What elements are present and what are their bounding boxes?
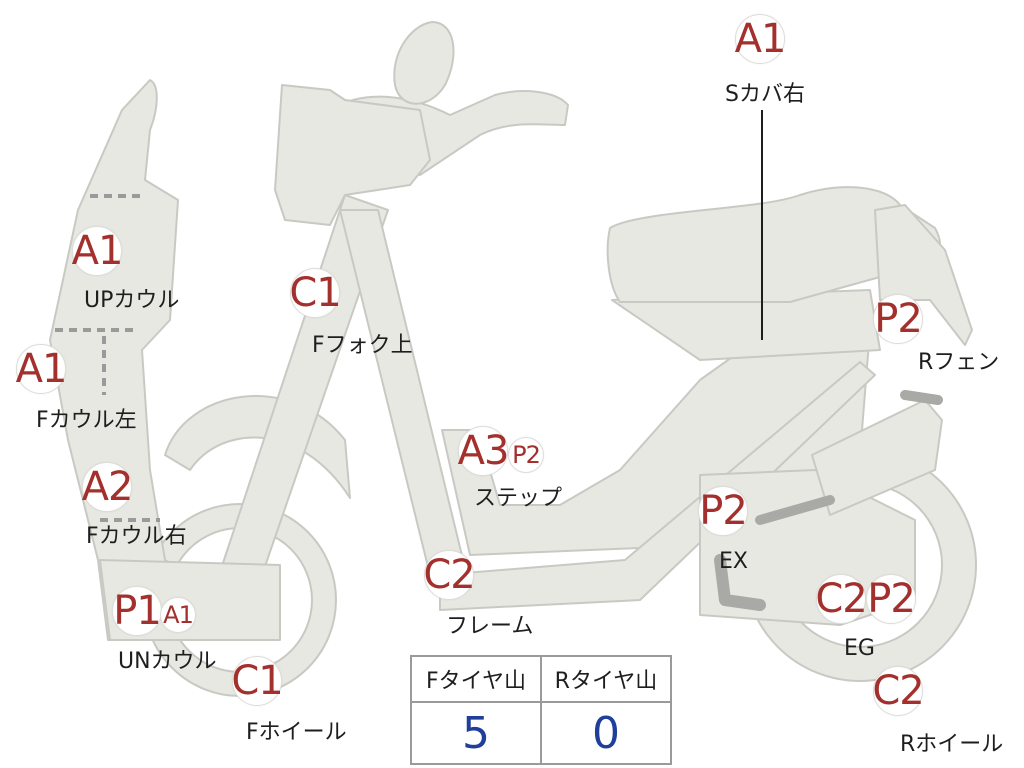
code-badge-small: A1 (160, 597, 196, 633)
code-text: A1 (71, 228, 124, 274)
code-badge: A2 (81, 462, 134, 512)
code-badge: P2 (866, 574, 916, 624)
tire-tread-table: Fタイヤ山 Rタイヤ山 5 0 (410, 655, 672, 765)
code-text: P2 (699, 488, 748, 534)
code-text: C1 (289, 270, 341, 316)
part-label-s-cover-right: Sカバ右 (725, 82, 805, 107)
part-label-f-fork-upper: Fフォク上 (312, 333, 413, 358)
code-badge: A1 (71, 226, 124, 276)
code-badge-small: P2 (508, 437, 544, 473)
part-label-f-cowl-right: Fカウル右 (86, 524, 187, 549)
part-label-f-wheel: Fホイール (246, 720, 347, 745)
part-label-r-fender: Rフェン (918, 350, 1000, 375)
code-text: C2 (872, 668, 924, 714)
code-badge: A1 (734, 14, 787, 64)
part-label-frame: フレーム (446, 614, 534, 639)
front-tire-value: 5 (410, 701, 542, 765)
code-text: C1 (231, 658, 283, 704)
code-badge: P1 (112, 586, 162, 636)
part-label-f-cowl-left: Fカウル左 (36, 408, 137, 433)
code-text: C2 (815, 576, 867, 622)
frame-rail-shape (439, 361, 876, 611)
code-text: P2 (867, 576, 916, 622)
headlight-shape (274, 84, 431, 226)
code-badge: C2 (872, 666, 925, 716)
front-tire-header: Fタイヤ山 (410, 655, 542, 703)
code-badge: P2 (873, 294, 923, 344)
code-text: A2 (81, 464, 134, 510)
code-text: A1 (15, 346, 68, 392)
table-header-row: Fタイヤ山 Rタイヤ山 (410, 655, 672, 703)
part-label-un-cowl: UNカウル (118, 649, 217, 674)
code-badge: A3 (457, 426, 510, 476)
rear-tire-value: 0 (540, 701, 672, 765)
part-label-ex: EX (719, 549, 748, 574)
rear-tire-header: Rタイヤ山 (540, 655, 672, 703)
exhaust-link-shape (755, 495, 835, 525)
code-badge: P2 (698, 486, 748, 536)
part-label-step: ステップ (474, 486, 563, 511)
code-badge: C2 (423, 550, 476, 600)
code-text: P1 (113, 588, 162, 634)
code-text: A1 (734, 16, 787, 62)
code-badge: C1 (289, 268, 342, 318)
seat-shape (606, 186, 942, 303)
cowl-dashed-lines (55, 194, 160, 522)
code-text: A1 (163, 601, 194, 629)
code-badge: A1 (15, 344, 68, 394)
code-text: C2 (423, 552, 475, 598)
part-label-r-wheel: Rホイール (900, 732, 1004, 757)
code-badge: C2 (815, 574, 868, 624)
part-label-up-cowl: UPカウル (84, 288, 180, 313)
code-badge: C1 (231, 656, 284, 706)
part-label-eg: EG (844, 636, 875, 661)
table-value-row: 5 0 (410, 701, 672, 765)
exhaust-shape (714, 554, 766, 611)
mirror-shape (393, 21, 455, 105)
down-tube-shape (339, 209, 466, 576)
code-text: A3 (457, 428, 510, 474)
code-text: P2 (874, 296, 923, 342)
code-text: P2 (512, 441, 541, 469)
shock-end-shape (900, 390, 943, 405)
